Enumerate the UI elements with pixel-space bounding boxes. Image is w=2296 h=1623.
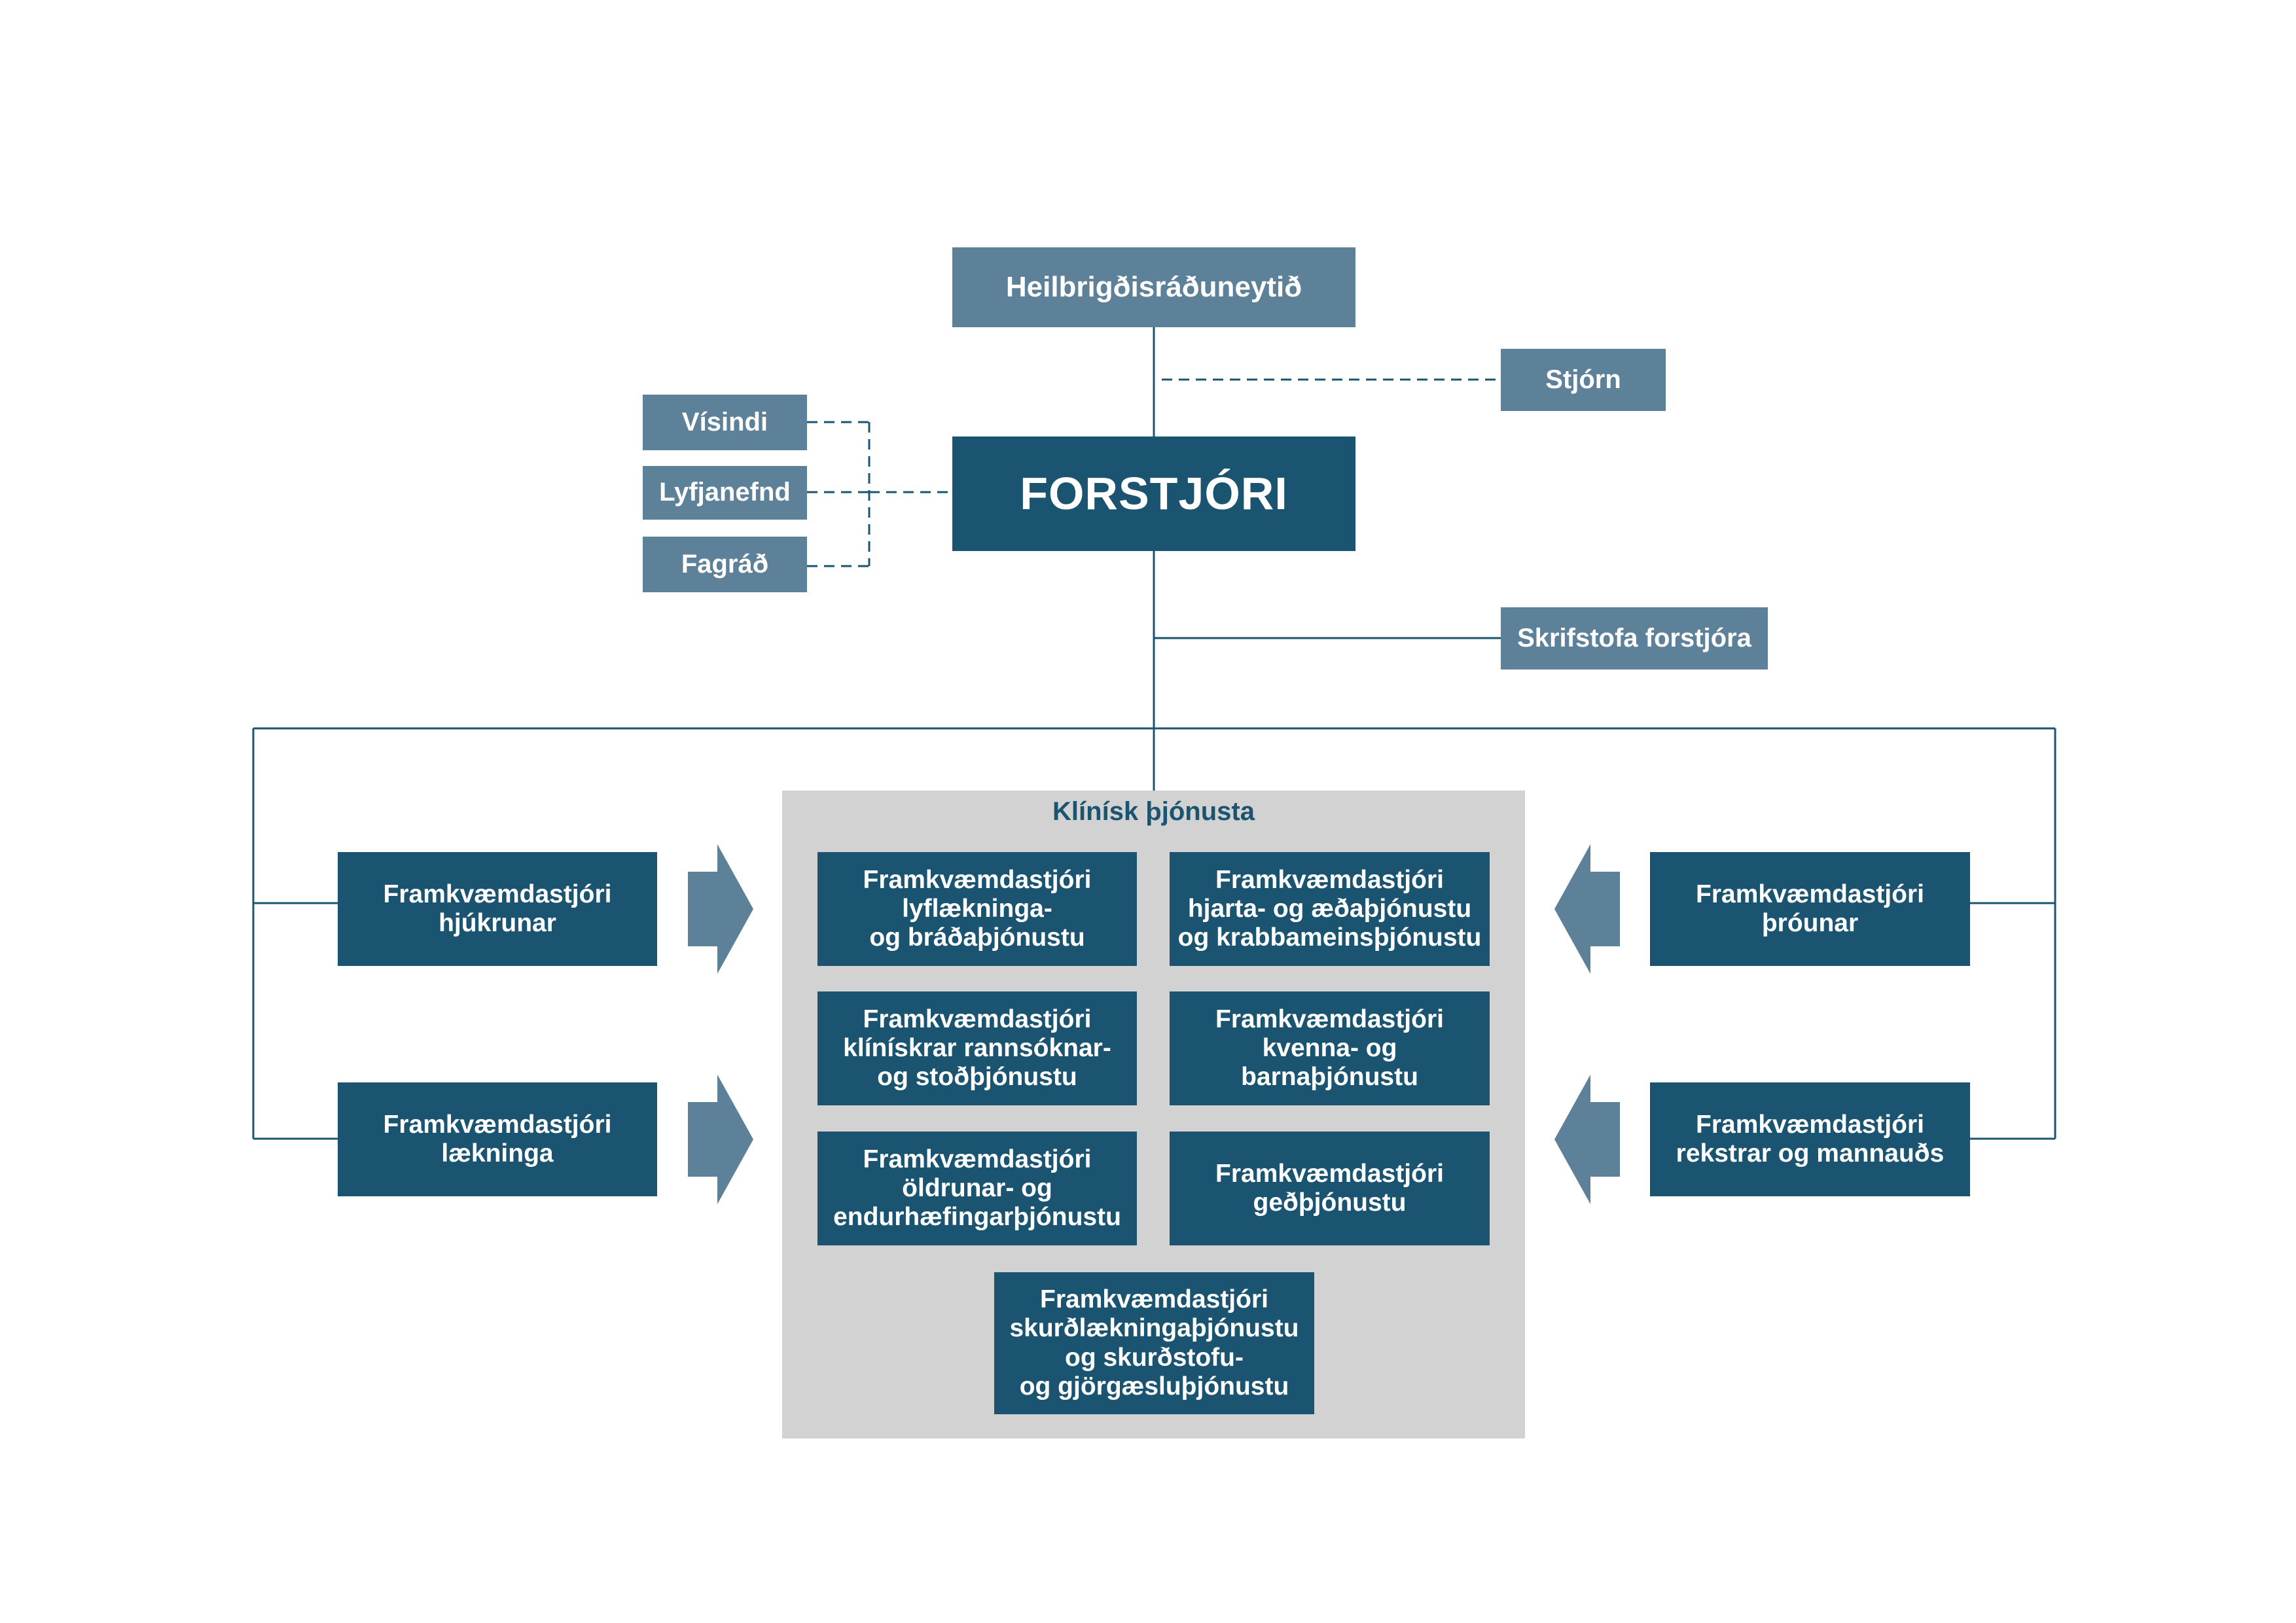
clinical-unit-box: Framkvæmdastjóri klínískrar rannsóknar- …	[817, 991, 1137, 1105]
arrow-right-icon	[688, 1075, 753, 1204]
clinical-unit-box: Framkvæmdastjóri lyflækninga- og bráðaþj…	[817, 852, 1137, 966]
arrow-left-icon	[1554, 1075, 1620, 1204]
clinical-unit-label: Framkvæmdastjóri hjarta- og æðaþjónustu …	[1177, 865, 1482, 952]
exec-nursing-box: Framkvæmdastjóri hjúkrunar	[338, 852, 657, 966]
clinical-services-title: Klínísk þjónusta	[1052, 797, 1255, 826]
advisory-pharmacy-box: Lyfjanefnd	[643, 466, 807, 520]
exec-label: Framkvæmdastjóri rekstrar og mannauðs	[1676, 1110, 1945, 1168]
advisory-science-box: Vísindi	[643, 395, 807, 450]
office-label: Skrifstofa forstjóra	[1517, 623, 1751, 652]
clinical-unit-box: Framkvæmdastjóri geðþjónustu	[1170, 1132, 1490, 1245]
advisory-label: Lyfjanefnd	[659, 478, 791, 507]
arrow-left-icon	[1554, 844, 1620, 974]
clinical-unit-label: Framkvæmdastjóri lyflækninga- og bráðaþj…	[863, 865, 1092, 952]
clinical-unit-label: Framkvæmdastjóri geðþjónustu	[1215, 1159, 1444, 1217]
clinical-unit-box: Framkvæmdastjóri kvenna- og barnaþjónust…	[1170, 991, 1490, 1105]
exec-label: Framkvæmdastjóri hjúkrunar	[383, 880, 612, 937]
exec-medicine-box: Framkvæmdastjóri lækninga	[338, 1082, 657, 1196]
arrow-right-icon	[688, 844, 753, 974]
advisory-label: Fagráð	[681, 549, 769, 579]
ministry-label: Heilbrigðisráðuneytið	[1005, 271, 1302, 304]
exec-label: Framkvæmdastjóri þróunar	[1696, 880, 1924, 937]
clinical-unit-label: Framkvæmdastjóri skurðlækningaþjónustu o…	[1009, 1285, 1299, 1400]
advisory-label: Vísindi	[681, 407, 768, 437]
exec-label: Framkvæmdastjóri lækninga	[383, 1110, 612, 1168]
clinical-unit-box: Framkvæmdastjóri öldrunar- og endurhæfin…	[817, 1132, 1137, 1245]
clinical-unit-label: Framkvæmdastjóri öldrunar- og endurhæfin…	[833, 1145, 1121, 1232]
clinical-unit-box: Framkvæmdastjóri hjarta- og æðaþjónustu …	[1170, 852, 1490, 966]
exec-development-box: Framkvæmdastjóri þróunar	[1650, 852, 1970, 966]
clinical-unit-box: Framkvæmdastjóri skurðlækningaþjónustu o…	[994, 1272, 1314, 1414]
clinical-unit-label: Framkvæmdastjóri klínískrar rannsóknar- …	[843, 1005, 1111, 1092]
advisory-council-box: Fagráð	[643, 537, 807, 592]
ministry-box: Heilbrigðisráðuneytið	[952, 247, 1355, 327]
office-box: Skrifstofa forstjóra	[1501, 607, 1768, 669]
board-label: Stjórn	[1545, 365, 1621, 394]
exec-operations-box: Framkvæmdastjóri rekstrar og mannauðs	[1650, 1082, 1970, 1196]
ceo-box: FORSTJÓRI	[952, 437, 1355, 551]
ceo-label: FORSTJÓRI	[1020, 467, 1288, 519]
clinical-unit-label: Framkvæmdastjóri kvenna- og barnaþjónust…	[1215, 1005, 1444, 1092]
board-box: Stjórn	[1501, 349, 1666, 411]
